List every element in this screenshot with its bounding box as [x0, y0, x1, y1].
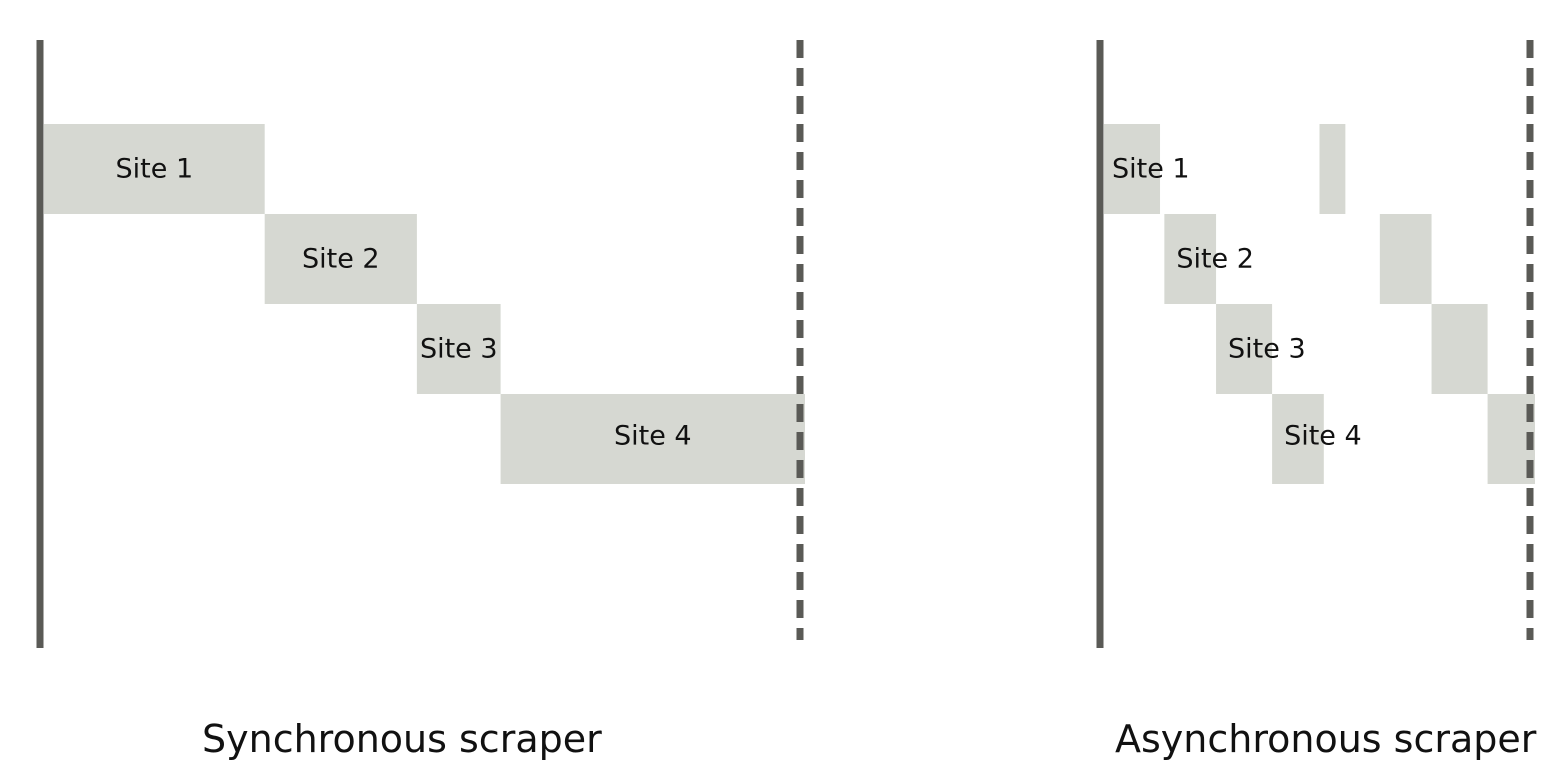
asynchronous-scraper-title: Asynchronous scraper [1115, 717, 1537, 761]
async-task-label-site1: Site 1 [1112, 154, 1190, 185]
async-task-label-site2: Site 2 [1176, 244, 1254, 275]
task-block-sync-site1-seg1 [44, 124, 265, 214]
async-task-label-site4: Site 4 [1284, 421, 1362, 452]
task-block-async-site3-seg2 [1431, 304, 1488, 394]
sync-task-label-site3: Site 3 [420, 334, 498, 365]
synchronous-scraper-title: Synchronous scraper [202, 717, 602, 761]
task-block-sync-site2-seg1 [264, 214, 417, 304]
task-block-sync-site4-seg1 [500, 394, 805, 484]
task-block-async-site4-seg1 [1272, 394, 1324, 484]
sync-task-label-site1: Site 1 [116, 154, 194, 185]
sync-task-label-site2: Site 2 [302, 244, 380, 275]
synchronous-panel: Site 1 Site 2 Site 3 Site 4 [36, 40, 805, 648]
async-task-label-site3: Site 3 [1228, 334, 1306, 365]
task-block-sync-site3-seg1 [416, 304, 501, 394]
task-block-async-site3-seg1 [1216, 304, 1273, 394]
task-block-async-site2-seg2 [1379, 214, 1432, 304]
task-block-async-site1-seg1 [1104, 124, 1161, 214]
task-block-async-site2-seg1 [1164, 214, 1217, 304]
task-block-async-site1-seg2 [1319, 124, 1346, 214]
sync-task-label-site4: Site 4 [614, 421, 692, 452]
asynchronous-panel: Site 1 Site 2 Site 3 Site 4 [1096, 40, 1535, 648]
